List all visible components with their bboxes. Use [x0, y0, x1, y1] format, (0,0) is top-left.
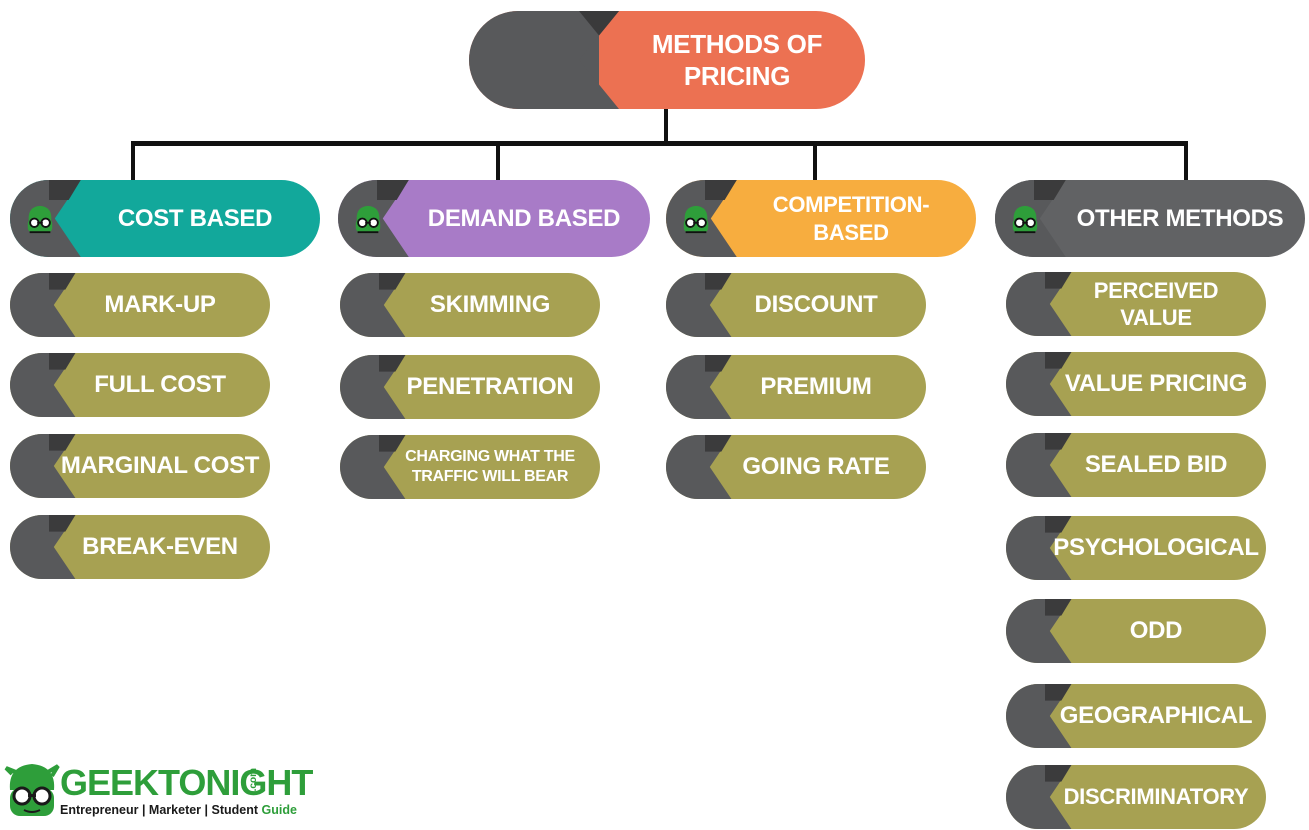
method-premium-label: PREMIUM — [760, 373, 872, 400]
method-break-even: BREAK-EVEN — [10, 515, 270, 579]
method-full-cost: FULL COST — [10, 353, 270, 417]
method-value-pricing-label: VALUE PRICING — [1064, 370, 1248, 397]
category-demand-based-label: DEMAND BASED — [427, 204, 621, 232]
chevron-divider — [49, 273, 76, 337]
method-value-pricing: VALUE PRICING — [1006, 352, 1266, 416]
chevron-divider — [49, 515, 76, 579]
chevron-divider — [705, 435, 732, 499]
method-discount: DISCOUNT — [666, 273, 926, 337]
chevron-divider — [705, 180, 737, 257]
method-psychological-label: PSYCHOLOGICAL — [1053, 534, 1259, 561]
chevron-divider — [1045, 352, 1072, 416]
chevron-divider — [1045, 433, 1072, 497]
chevron-divider — [705, 355, 732, 419]
method-marginal-cost: MARGINAL COST — [10, 434, 270, 498]
method-going-rate-label: GOING RATE — [742, 453, 890, 480]
method-odd-label: ODD — [1129, 617, 1183, 644]
geek-face-icon — [355, 205, 381, 234]
chevron-divider — [1045, 684, 1072, 748]
chevron-divider — [49, 434, 76, 498]
logo-domain: .com — [248, 768, 259, 792]
method-penetration: PENETRATION — [340, 355, 600, 419]
connector-trunk — [664, 105, 668, 143]
method-full-cost-label: FULL COST — [94, 371, 226, 398]
method-premium: PREMIUM — [666, 355, 926, 419]
connector-drop-other — [1184, 141, 1188, 183]
category-other-methods-label: OTHER METHODS — [1076, 204, 1284, 232]
category-competition-based-label: COMPETITION-BASED — [772, 192, 930, 245]
logo-tagline: Entrepreneur | Marketer | Student Guide — [60, 803, 297, 817]
method-geographical-label: GEOGRAPHICAL — [1059, 702, 1253, 729]
chevron-divider — [1045, 765, 1072, 829]
connector-drop-cost — [131, 141, 135, 183]
logo-tagline-main: Entrepreneur | Marketer | Student — [60, 803, 262, 817]
geek-face-icon — [1012, 205, 1038, 234]
method-geographical: GEOGRAPHICAL — [1006, 684, 1266, 748]
connector-drop-competition — [813, 141, 817, 183]
connector-drop-demand — [496, 141, 500, 183]
method-odd: ODD — [1006, 599, 1266, 663]
category-competition-based: COMPETITION-BASED — [666, 180, 976, 257]
geek-face-icon — [4, 764, 60, 816]
chevron-divider — [1045, 516, 1072, 580]
method-perceived-value: PERCEIVED VALUE — [1006, 272, 1266, 336]
method-going-rate: GOING RATE — [666, 435, 926, 499]
method-perceived-value-label: PERCEIVED VALUE — [1093, 277, 1219, 331]
title-label: METHODS OF PRICING — [651, 28, 823, 92]
method-discriminatory: DISCRIMINATORY — [1006, 765, 1266, 829]
chevron-divider — [1045, 599, 1072, 663]
chevron-divider — [549, 11, 619, 109]
method-discriminatory-label: DISCRIMINATORY — [1063, 784, 1249, 810]
method-sealed-bid: SEALED BID — [1006, 433, 1266, 497]
method-marginal-cost-label: MARGINAL COST — [60, 452, 260, 479]
chevron-divider — [49, 180, 81, 257]
chevron-divider — [379, 273, 406, 337]
chevron-divider — [1045, 272, 1072, 336]
connector-bar — [131, 141, 1188, 146]
method-mark-up: MARK-UP — [10, 273, 270, 337]
method-skimming-label: SKIMMING — [429, 291, 551, 318]
chevron-divider — [379, 435, 406, 499]
method-break-even-label: BREAK-EVEN — [82, 533, 238, 560]
category-other-methods: OTHER METHODS — [995, 180, 1305, 257]
logo-wordmark: GEEKTONIGHT — [60, 762, 313, 803]
method-charging-what-the-traffic-will-bear: CHARGING WHAT THE TRAFFIC WILL BEAR — [340, 435, 600, 499]
chevron-divider — [379, 355, 406, 419]
geek-face-icon — [491, 49, 525, 83]
geek-face-icon — [683, 205, 709, 234]
chevron-divider — [49, 353, 76, 417]
logo-tagline-accent: Guide — [261, 803, 297, 817]
method-psychological: PSYCHOLOGICAL — [1006, 516, 1266, 580]
method-penetration-label: PENETRATION — [406, 373, 574, 400]
chevron-divider — [705, 273, 732, 337]
methods-of-pricing-title: METHODS OF PRICING — [469, 11, 865, 109]
chevron-divider — [1034, 180, 1066, 257]
category-demand-based: DEMAND BASED — [338, 180, 650, 257]
method-mark-up-label: MARK-UP — [104, 291, 216, 318]
category-cost-based-label: COST BASED — [117, 204, 273, 232]
category-cost-based: COST BASED — [10, 180, 320, 257]
geek-face-icon — [27, 205, 53, 234]
method-skimming: SKIMMING — [340, 273, 600, 337]
method-sealed-bid-label: SEALED BID — [1084, 451, 1228, 478]
method-discount-label: DISCOUNT — [754, 291, 878, 318]
method-charging-what-the-traffic-will-bear-label: CHARGING WHAT THE TRAFFIC WILL BEAR — [405, 448, 575, 485]
chevron-divider — [377, 180, 409, 257]
